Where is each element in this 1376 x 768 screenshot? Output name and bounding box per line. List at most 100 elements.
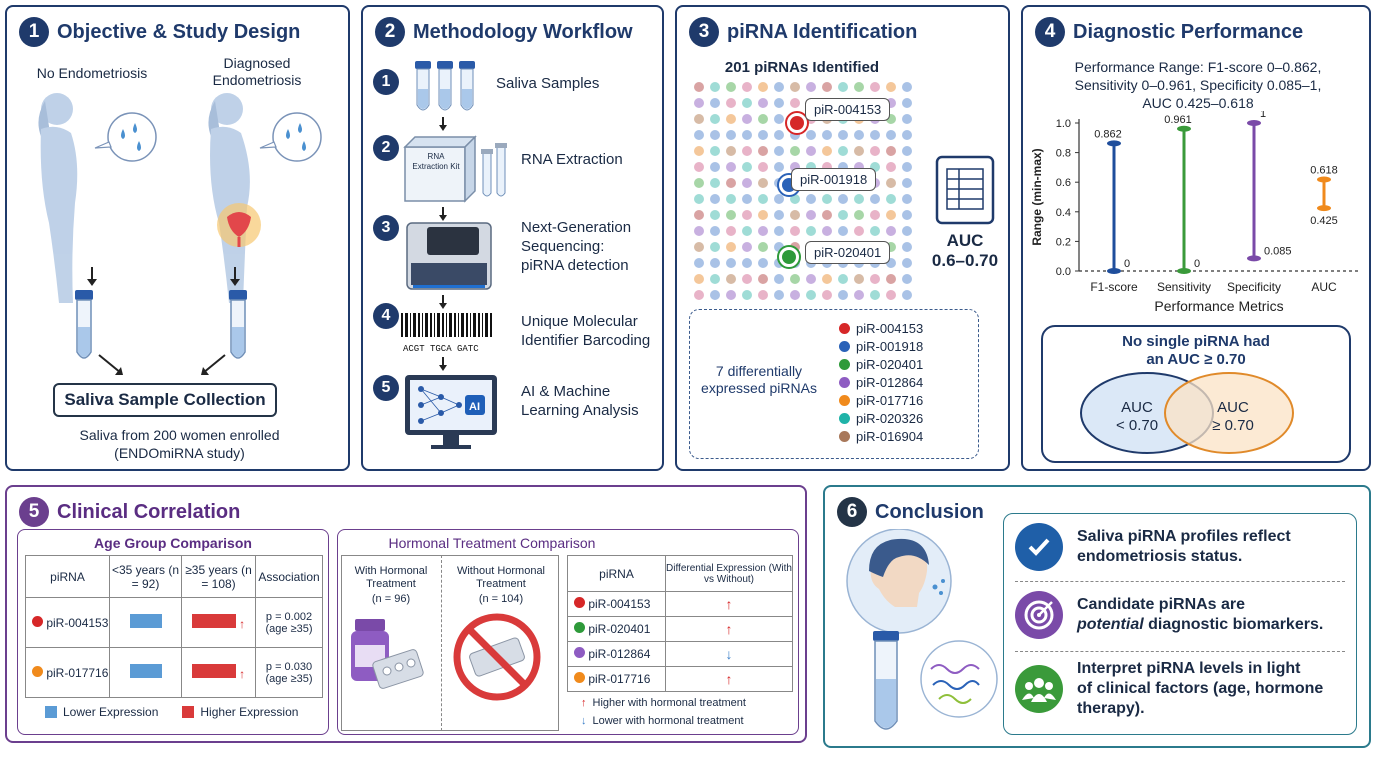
auc-range: 0.6–0.70	[931, 251, 999, 270]
hormone-row-pirna: piR-004153	[567, 591, 666, 617]
pirna-dot	[710, 162, 720, 172]
pirna-dot	[758, 98, 768, 108]
range-max-cap	[1247, 120, 1261, 126]
saliva-tube-icon	[873, 631, 899, 730]
pirna-dot	[742, 242, 752, 252]
pirna-dot	[726, 130, 736, 140]
pirna-dot	[902, 178, 912, 188]
pirna-dot	[806, 82, 816, 92]
pirna-dot	[790, 98, 800, 108]
pirna-dot	[726, 226, 736, 236]
pirna-dot	[822, 130, 832, 140]
pirna-dot	[726, 194, 736, 204]
enrollment-caption-line1: Saliva from 200 women enrolled	[79, 427, 280, 443]
age-header-over35: ≥35 years (n = 108)	[181, 555, 256, 598]
venn-right-line2: ≥ 0.70	[1212, 417, 1254, 434]
pirna-dot	[758, 242, 768, 252]
pirna-dot	[902, 98, 912, 108]
pirna-dot	[870, 274, 880, 284]
pirna-dot	[726, 114, 736, 124]
highlight-dot-pir-020401	[777, 245, 801, 269]
age-cell-association: p = 0.002 (age ≥35)	[255, 597, 323, 648]
pirna-dot	[710, 194, 720, 204]
pirna-dot	[774, 82, 784, 92]
callout-pir-001918: piR-001918	[791, 168, 877, 191]
color-dot	[32, 615, 43, 627]
panel-number: 5	[19, 497, 49, 527]
age-row-pirna-name: piR-017716	[46, 665, 109, 680]
differential-legend-item: piR-004153	[839, 321, 923, 336]
pirna-dot	[758, 162, 768, 172]
performance-summary-line3: AUC 0.425–0.618	[1142, 95, 1254, 111]
pirna-dot	[870, 194, 880, 204]
x-tick-label: F1-score	[1090, 280, 1138, 294]
hormone-groups-box	[341, 555, 559, 731]
pirna-dot	[710, 178, 720, 188]
conclusion-item-2: Candidate piRNAs are potential diagnosti…	[1015, 591, 1323, 639]
panel-heading: piRNA Identification	[727, 20, 918, 43]
hormone-divider	[441, 555, 442, 731]
pirna-dot	[726, 82, 736, 92]
step-number-2: 2	[373, 135, 399, 161]
pirna-dot	[902, 290, 912, 300]
pirna-dot	[726, 210, 736, 220]
pirna-dot	[886, 82, 896, 92]
venn-title-line1: No single piRNA had	[1122, 333, 1270, 350]
pirna-dot	[726, 242, 736, 252]
venn-box	[1041, 325, 1351, 463]
lower-expression-bar	[129, 664, 162, 678]
age-comparison-title: Age Group Comparison	[94, 535, 252, 551]
range-max-label: 0.862	[1094, 128, 1122, 140]
pirna-dot	[694, 242, 704, 252]
step-number-3: 3	[373, 215, 399, 241]
pirna-dot	[886, 178, 896, 188]
hormone-row-pirna-name: piR-012864	[585, 647, 651, 661]
conclusion-2-line1: Candidate piRNAs are	[1077, 596, 1246, 613]
pirna-dot	[854, 130, 864, 140]
range-max-label: 1	[1260, 111, 1266, 120]
pirna-dot	[774, 162, 784, 172]
conclusion-1-line1: Saliva piRNA profiles reflect	[1077, 528, 1291, 545]
pirna-dot	[886, 210, 896, 220]
blister-pack-icon	[372, 649, 424, 689]
panel-title: 3 piRNA Identification	[689, 17, 917, 47]
pirna-dot	[742, 146, 752, 156]
conclusion-1-line2: endometriosis status.	[1077, 548, 1243, 565]
hormone-row-direction: ↑	[665, 616, 793, 642]
up-arrow-icon: ↑	[725, 621, 733, 637]
age-cell-under35	[109, 647, 182, 698]
down-arrow-icon: ↓	[581, 715, 587, 727]
legend-pirna-name: piR-012864	[856, 375, 924, 390]
performance-summary-line2: Sensitivity 0–0.961, Specificity 0.085–1…	[1074, 77, 1322, 93]
panel-clinical-correlation: 5 Clinical Correlation Age Group Compari…	[5, 485, 807, 743]
differential-legend-item: piR-012864	[839, 375, 923, 390]
pirna-dot	[806, 210, 816, 220]
callout-pir-020401: piR-020401	[805, 241, 891, 264]
age-header-pirna: piRNA	[25, 555, 110, 598]
differential-legend-box	[689, 309, 979, 459]
pirna-dot	[806, 290, 816, 300]
pirna-dot	[838, 290, 848, 300]
venn-diagram	[1080, 372, 1294, 454]
barcode-sequence: ACGT TGCA GATC	[403, 344, 479, 354]
pirna-dot	[838, 226, 848, 236]
pirna-dot	[758, 146, 768, 156]
up-arrow-icon: ↑	[725, 671, 733, 687]
up-arrow-icon: ↑	[725, 596, 733, 612]
saliva-tube-2	[229, 290, 247, 359]
pirna-dot	[902, 114, 912, 124]
higher-expression-bar	[191, 614, 236, 628]
hormone-table-row: piR-004153 ↑	[567, 591, 793, 617]
panel-methodology: 2 Methodology Workflow 1 2 3 4 5	[361, 5, 664, 471]
pirna-dot	[694, 178, 704, 188]
saliva-tube-1	[75, 290, 93, 359]
pirna-dot	[838, 146, 848, 156]
venn-title-line2: an AUC ≥ 0.70	[1146, 351, 1246, 368]
x-tick-label: Specificity	[1227, 280, 1281, 294]
pirna-dot	[838, 82, 848, 92]
hormone-row-pirna-name: piR-020401	[585, 622, 651, 636]
pirna-dot	[870, 226, 880, 236]
range-min-cap	[1107, 268, 1121, 274]
pirna-dot	[694, 82, 704, 92]
conclusion-text-2: Candidate piRNAs are potential diagnosti…	[1077, 595, 1323, 635]
